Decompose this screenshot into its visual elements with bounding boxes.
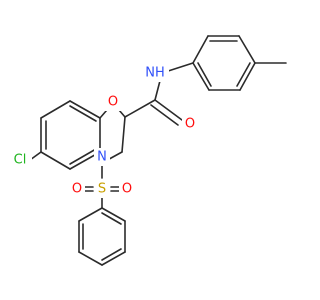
structure-canvas: O O NH N S O O Cl	[8, 35, 287, 266]
bond	[69, 100, 101, 119]
bond	[101, 248, 122, 261]
sulfonyl-oxygen-left-label: O	[72, 182, 82, 197]
bond	[101, 207, 126, 222]
ring-nitrogen-label: N	[97, 150, 107, 165]
amide-nitrogen-label: NH	[145, 66, 165, 81]
sulfonyl-oxygen-right-label: O	[122, 182, 132, 197]
bond	[69, 148, 97, 165]
bond	[150, 104, 179, 126]
bond	[197, 62, 212, 87]
bond	[239, 62, 256, 91]
bond	[101, 251, 126, 266]
bond	[121, 116, 126, 153]
bond	[78, 207, 103, 222]
atom-label-layer: O O NH N S O O Cl	[8, 64, 198, 198]
chlorine-label: Cl	[14, 153, 27, 168]
carbonyl-oxygen-label: O	[185, 117, 195, 132]
bond	[40, 100, 71, 119]
sulfur-label: S	[98, 182, 106, 197]
bond	[192, 62, 210, 91]
bond	[192, 35, 209, 64]
bond	[40, 151, 71, 170]
bond	[238, 35, 256, 64]
bond	[124, 99, 156, 118]
bond	[78, 251, 103, 266]
ring-oxygen-label: O	[108, 95, 118, 110]
bond	[69, 105, 97, 122]
bond	[236, 62, 251, 87]
bond	[154, 99, 183, 121]
bond	[101, 212, 122, 225]
